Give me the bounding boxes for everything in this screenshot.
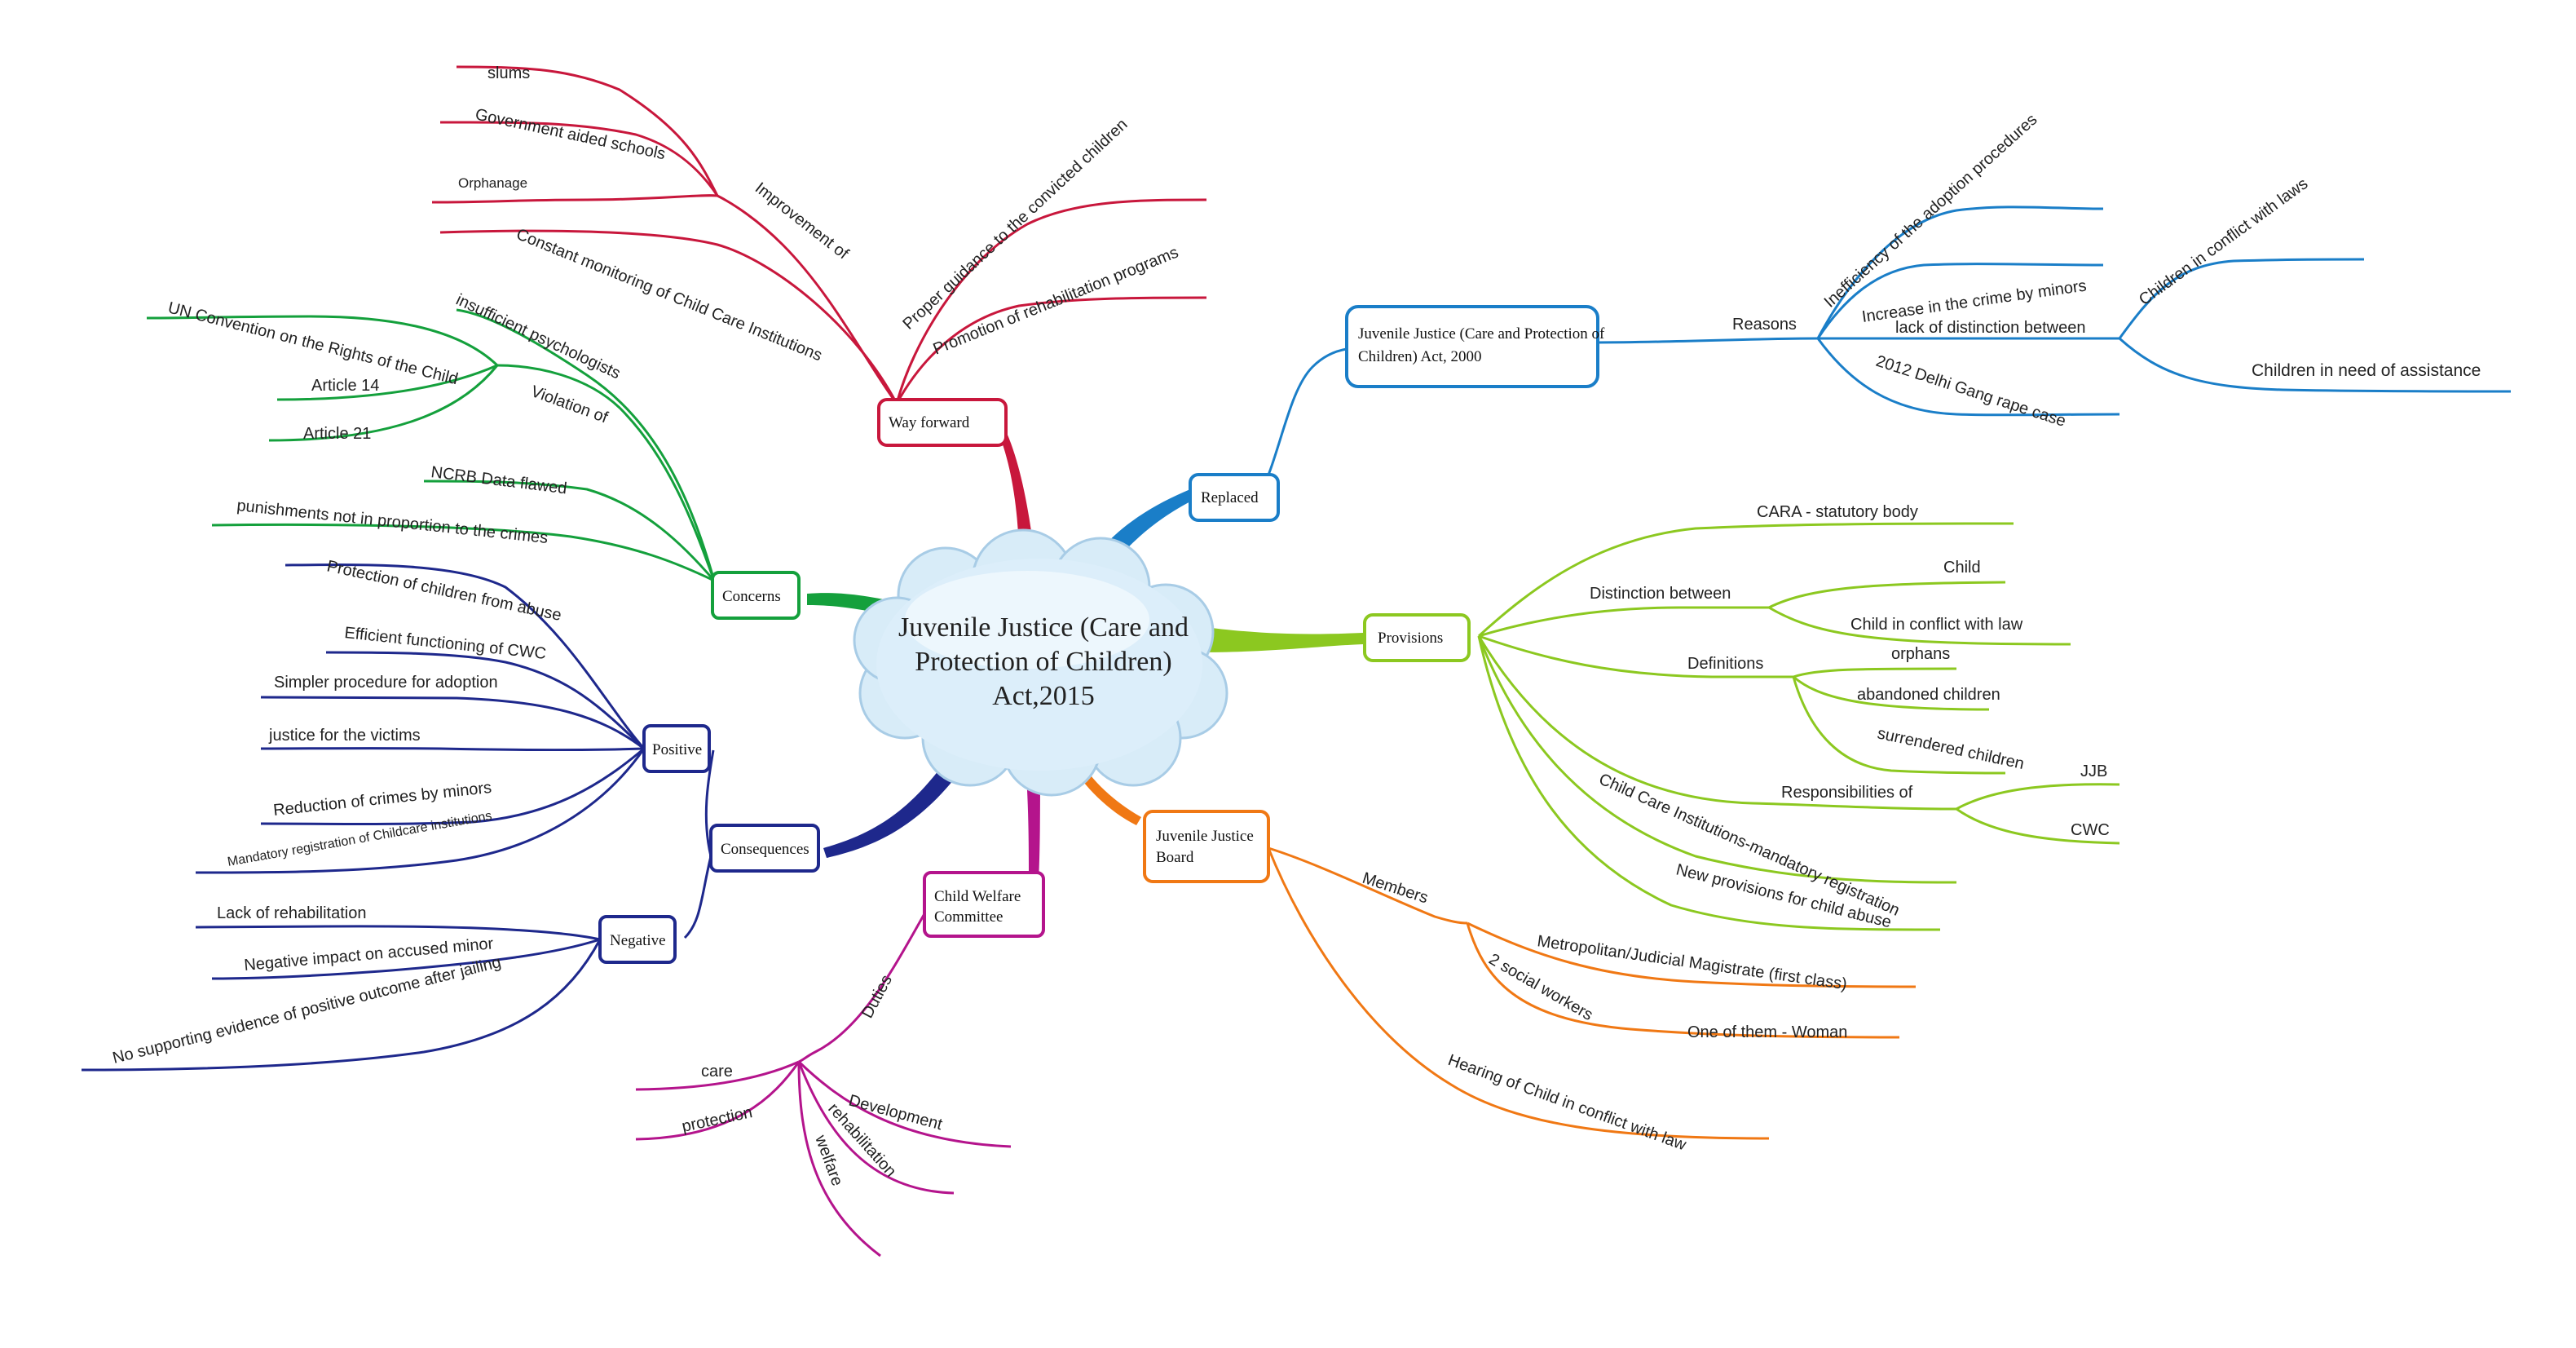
protection-abuse-label: Protection of children from abuse <box>325 557 563 625</box>
justice-victims-label: justice for the victims <box>268 727 421 745</box>
jjb-resp-label: JJB <box>2080 762 2107 780</box>
lack-distinction-label: lack of distinction between <box>1895 319 2085 337</box>
replaced-label: Replaced <box>1201 489 1259 506</box>
magistrate-label: Metropolitan/Judicial Magistrate (first … <box>1536 932 1848 993</box>
children-need-label: Children in need of assistance <box>2252 361 2481 380</box>
abandoned-label: abandoned children <box>1857 686 2000 704</box>
protection-label: protection <box>680 1103 753 1136</box>
definitions-label: Definitions <box>1687 655 1763 673</box>
article21-label: Article 21 <box>303 425 371 443</box>
act-2000-node[interactable]: Juvenile Justice (Care and Protection of… <box>1345 305 1605 388</box>
simpler-adoption-label: Simpler procedure for adoption <box>274 674 498 692</box>
distinction-between-label: Distinction between <box>1590 585 1731 603</box>
members-label: Members <box>1360 869 1430 908</box>
central-topic-line2: Protection of Children) <box>915 647 1171 677</box>
child-label: Child <box>1943 559 1981 577</box>
cwc-resp-label: CWC <box>2071 821 2110 839</box>
reasons-label: Reasons <box>1732 316 1797 334</box>
surrendered-label: surrendered children <box>1876 724 2026 773</box>
central-topic-line1: Juvenile Justice (Care and <box>898 612 1189 643</box>
no-evidence-label: No supporting evidence of positive outco… <box>111 953 503 1067</box>
branch-jjb <box>1267 846 1917 1140</box>
negative-label: Negative <box>610 932 666 949</box>
trunk-consequences <box>823 750 970 858</box>
consequences-label: Consequences <box>721 841 809 858</box>
cwc-label-line1: Child Welfare <box>934 888 1021 905</box>
orphans-label: orphans <box>1891 645 1950 663</box>
positive-node[interactable]: Positive <box>642 724 711 773</box>
provisions-node[interactable]: Provisions <box>1363 613 1471 662</box>
efficient-cwc-label: Efficient functioning of CWC <box>343 624 547 663</box>
branch-provisions <box>1477 522 2120 931</box>
orphanage-label: Orphanage <box>458 175 527 191</box>
cwc-node[interactable]: Child Welfare Committee <box>923 871 1045 938</box>
central-topic-line3: Act,2015 <box>992 681 1095 711</box>
jjb-node[interactable]: Juvenile Justice Board <box>1143 810 1270 883</box>
proper-guidance-label: Proper guidance to the convicted childre… <box>899 116 1131 334</box>
improvement-of-label: Improvement of <box>752 179 852 263</box>
branch-concerns <box>146 308 716 582</box>
lack-rehab-label: Lack of rehabilitation <box>217 904 366 922</box>
act-2000-line2: Children) Act, 2000 <box>1358 348 1481 365</box>
child-conflict-label: Child in conflict with law <box>1850 616 2023 634</box>
cwc-label-line2: Committee <box>934 908 1003 926</box>
act-2000-line1: Juvenile Justice (Care and Protection of <box>1358 325 1605 343</box>
provisions-label: Provisions <box>1378 630 1443 647</box>
slums-label: slums <box>487 64 530 82</box>
reduction-crimes-label: Reduction of crimes by minors <box>272 779 492 820</box>
trunk-way-forward <box>996 424 1035 563</box>
concerns-node[interactable]: Concerns <box>711 571 801 620</box>
delhi-case-label: 2012 Delhi Gang rape case <box>1873 352 2067 431</box>
responsibilities-label: Responsibilities of <box>1781 784 1913 802</box>
social-workers-label: 2 social workers <box>1486 950 1596 1024</box>
violation-of-label: Violation of <box>528 382 611 427</box>
concerns-label: Concerns <box>722 588 781 605</box>
branch-cwc <box>635 904 1012 1257</box>
jjb-label-line2: Board <box>1156 849 1194 866</box>
woman-label: One of them - Woman <box>1687 1023 1847 1041</box>
branch-way-forward <box>431 65 1207 404</box>
article14-label: Article 14 <box>311 377 379 395</box>
punishments-label: punishments not in proportion to the cri… <box>236 497 549 547</box>
welfare-label: welfare <box>811 1132 846 1188</box>
ncrb-label: NCRB Data flawed <box>430 463 567 497</box>
branch-consequences <box>81 564 715 1072</box>
care-label: care <box>701 1063 733 1081</box>
negative-node[interactable]: Negative <box>598 915 677 964</box>
central-cloud: Juvenile Justice (Care and Protection of… <box>853 528 1228 797</box>
branch-replaced <box>1257 206 2512 498</box>
cara-label: CARA - statutory body <box>1757 503 1918 521</box>
jjb-label-line1: Juvenile Justice <box>1156 828 1254 845</box>
way-forward-label: Way forward <box>889 414 970 431</box>
trunk-provisions <box>1198 626 1363 652</box>
inefficiency-label: Inefficiency of the adoption procedures <box>1821 111 2041 312</box>
replaced-node[interactable]: Replaced <box>1189 473 1280 522</box>
un-convention-label: UN Convention on the Rights of the Child <box>166 299 460 389</box>
hearing-label: Hearing of Child in conflict with law <box>1445 1051 1688 1155</box>
positive-label: Positive <box>652 741 702 758</box>
children-conflict-label: Children in conflict with laws <box>2136 175 2311 309</box>
way-forward-node[interactable]: Way forward <box>877 398 1008 447</box>
consequences-node[interactable]: Consequences <box>709 824 820 873</box>
duties-label: Duties <box>858 972 896 1021</box>
